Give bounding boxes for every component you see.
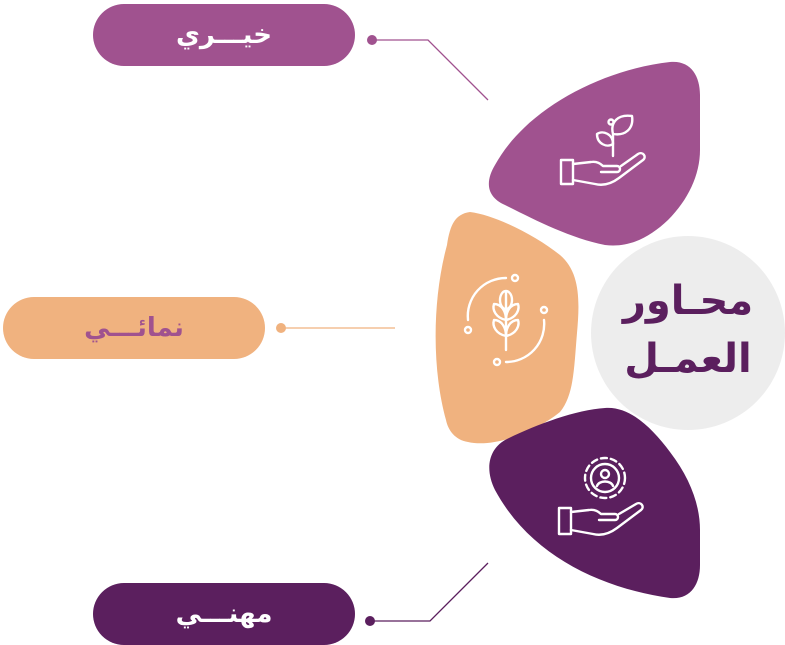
center-title-line2: العمـل (624, 336, 752, 382)
pillar-label-developmental: نمائـــي (3, 297, 265, 359)
connector-middle (276, 323, 395, 333)
segment-professional (489, 407, 700, 599)
center-title: محـاور العمـل (603, 250, 773, 410)
connector-top (367, 35, 489, 101)
center-title-line1: محـاور (622, 278, 754, 324)
connector-bottom (365, 562, 489, 626)
pillar-label-professional: مهنـــي (93, 583, 355, 645)
center-circle (591, 236, 785, 430)
pillar-label-charitable: خيـــري (93, 4, 355, 66)
hand-with-gear-person-icon (557, 456, 644, 536)
wheat-cycle-icon (463, 273, 549, 367)
segment-charitable (488, 61, 700, 246)
hand-with-plant-icon (559, 114, 646, 186)
